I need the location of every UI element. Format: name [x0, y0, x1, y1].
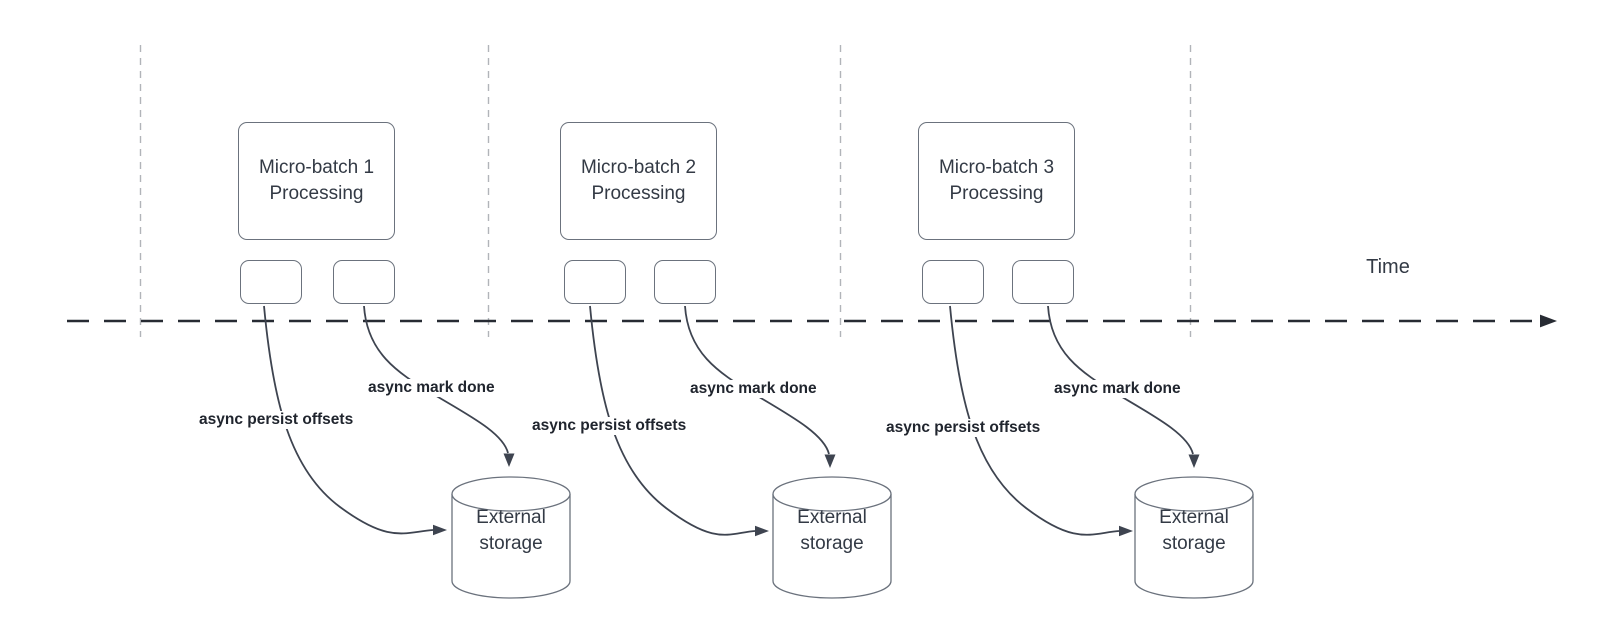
external-storage-label-1: External storage: [476, 507, 546, 555]
external-storage-cylinder-rim-2: [772, 493, 892, 512]
persist-offsets-label-3: async persist offsets: [884, 419, 1043, 437]
mark-done-arrowhead-1: [503, 453, 515, 467]
external-storage-label-2: External storage: [797, 507, 867, 555]
micro-batch-3-processing-box: Micro-batch 3 Processing: [918, 122, 1075, 240]
persist-offsets-label-2: async persist offsets: [530, 417, 689, 435]
timeline-arrowhead: [1540, 314, 1557, 328]
persist-offsets-arrow-3: [949, 305, 1120, 536]
mark-done-arrowhead-2: [824, 454, 836, 468]
task-box-right-3: [1012, 260, 1074, 304]
mark-done-arrowhead-3: [1188, 454, 1200, 468]
task-box-left-3: [922, 260, 984, 304]
micro-batch-1-processing-box: Micro-batch 1 Processing: [238, 122, 395, 240]
persist-offsets-arrowhead-2: [755, 525, 769, 537]
task-box-left-2: [564, 260, 626, 304]
persist-offsets-arrow-2: [589, 305, 756, 536]
external-storage-label-3: External storage: [1159, 507, 1229, 555]
persist-offsets-arrowhead-3: [1119, 525, 1133, 537]
task-box-right-1: [333, 260, 395, 304]
external-storage-cylinder-rim-3: [1134, 493, 1254, 512]
micro-batch-2-processing-box: Micro-batch 2 Processing: [560, 122, 717, 240]
task-box-left-1: [240, 260, 302, 304]
persist-offsets-label-1: async persist offsets: [197, 411, 356, 429]
mark-done-label-2: async mark done: [688, 380, 819, 398]
persist-offsets-arrowhead-1: [433, 524, 447, 536]
time-label: Time: [1366, 256, 1410, 278]
mark-done-label-3: async mark done: [1052, 380, 1183, 398]
external-storage-cylinder-rim-1: [451, 493, 571, 512]
task-box-right-2: [654, 260, 716, 304]
mark-done-label-1: async mark done: [366, 379, 497, 397]
persist-offsets-arrow-1: [263, 305, 434, 535]
